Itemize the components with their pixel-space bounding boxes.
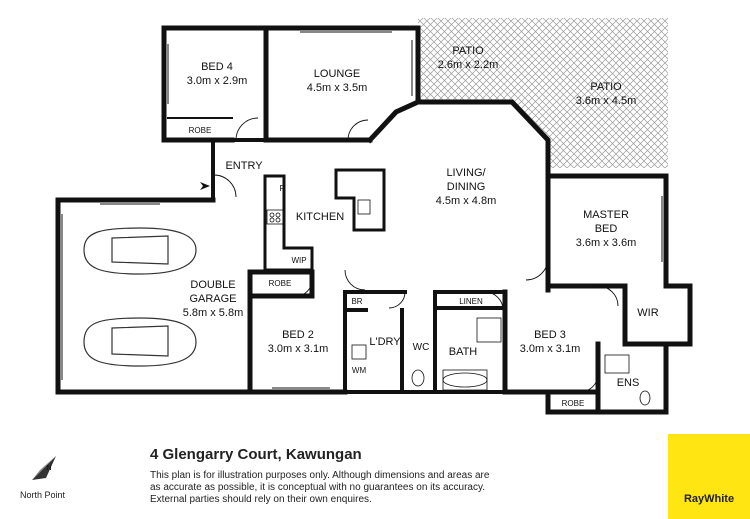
garage-label-1: DOUBLE [190, 279, 235, 291]
ensuite-toilet-icon [639, 390, 651, 406]
car-bottom-icon [83, 317, 197, 367]
brand-logo: RayWhite [668, 434, 750, 519]
patio-hatch [418, 18, 668, 168]
bed3-label: BED 3 [534, 329, 566, 341]
master-label-1: MASTER [583, 209, 629, 221]
wm-label: WM [352, 366, 367, 375]
ens-label: ENS [617, 377, 640, 389]
brand-name: RayWhite [683, 493, 735, 505]
patio1-label: PATIO [452, 45, 484, 57]
car-top-icon [83, 227, 197, 275]
kitchen-walls [263, 168, 386, 272]
living-size: 4.5m x 4.8m [436, 195, 497, 207]
north-letter: N [46, 465, 51, 472]
entry-walls [211, 138, 264, 202]
bath-label: BATH [449, 346, 478, 358]
shower-icon [476, 317, 502, 343]
toilet-icon [411, 369, 425, 387]
bed4-label: BED 4 [201, 61, 233, 73]
linen-label: LINEN [459, 297, 483, 306]
lounge-label: LOUNGE [314, 68, 360, 80]
master-walls [545, 165, 693, 415]
sink-icon [357, 199, 371, 215]
wip-label: WIP [291, 256, 306, 265]
living-label-2: DINING [447, 181, 486, 193]
disclaimer-line-2: as accurate as possible, it is conceptua… [150, 482, 485, 493]
bed2-label: BED 2 [282, 329, 314, 341]
bed2-size: 3.0m x 3.1m [268, 343, 329, 355]
bathtub-icon [442, 372, 488, 388]
entry-label: ENTRY [225, 160, 263, 172]
master-size: 3.6m x 3.6m [576, 237, 637, 249]
patio2-size: 3.6m x 4.5m [576, 95, 637, 107]
bed4-size: 3.0m x 2.9m [187, 75, 248, 87]
bed3-size: 3.0m x 3.1m [520, 343, 581, 355]
lounge-size: 4.5m x 3.5m [307, 82, 368, 94]
laundry-walls [343, 290, 407, 394]
br-label: BR [351, 297, 362, 306]
cooktop-icon [266, 209, 284, 225]
vanity-icon [604, 354, 630, 374]
property-address: 4 Glengarry Court, Kawungan [150, 446, 362, 463]
bed3-robe-label: ROBE [562, 399, 585, 408]
bath-walls [400, 290, 507, 394]
garage-label-2: GARAGE [189, 293, 236, 305]
disclaimer-line-3: External parties should rely on their ow… [150, 494, 372, 505]
garage-size: 5.8m x 5.8m [183, 307, 244, 319]
fridge-label: F [280, 184, 285, 193]
bed3-walls [502, 289, 669, 415]
patio2-label: PATIO [590, 81, 622, 93]
master-label-2: BED [595, 223, 618, 235]
living-walls [366, 99, 551, 171]
laundry-label: L'DRY [369, 336, 401, 348]
door-swings [213, 117, 619, 393]
laundry-tub-icon [351, 344, 367, 360]
fixtures [266, 199, 651, 406]
patio1-size: 2.6m x 2.2m [438, 59, 499, 71]
bed4-robe-label: ROBE [189, 126, 212, 135]
wc-label: WC [413, 342, 430, 353]
windows [57, 27, 667, 393]
kitchen-label: KITCHEN [296, 211, 344, 223]
disclaimer-line-1: This plan is for illustration purposes o… [150, 470, 490, 481]
entry-arrow-icon [200, 182, 210, 190]
wip-walls [283, 246, 314, 272]
living-label-1: LIVING/ [446, 167, 486, 179]
north-point-label: North Point [20, 490, 66, 500]
north-arrow-icon [32, 456, 56, 480]
bed2-robe-label: ROBE [269, 279, 292, 288]
wir-label: WIR [637, 307, 658, 319]
